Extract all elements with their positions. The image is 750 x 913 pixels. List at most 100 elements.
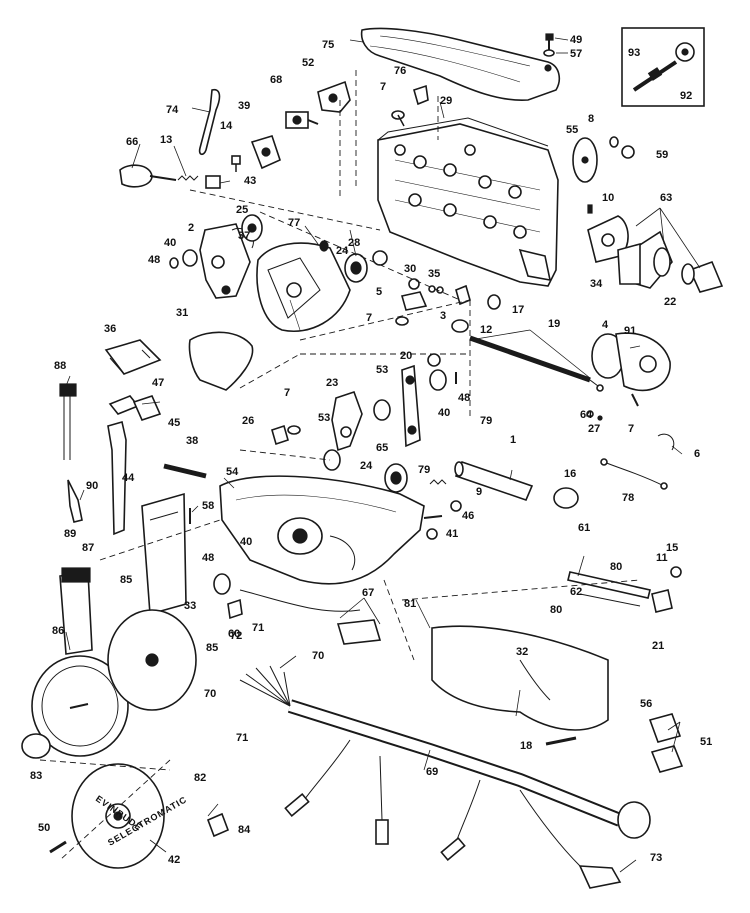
- callout-15: 15: [666, 542, 678, 554]
- screw-7b: [395, 316, 409, 326]
- shaft-1: [454, 461, 534, 501]
- block-43: [205, 175, 221, 189]
- callout-26: 26: [242, 415, 254, 427]
- callout-90: 90: [86, 480, 98, 492]
- plate-2: [199, 223, 254, 299]
- leader-lines: [65, 37, 701, 873]
- callout-1: 1: [510, 434, 516, 446]
- screw-7c: [287, 425, 301, 435]
- inset-box: [621, 27, 705, 107]
- callout-48: 48: [458, 392, 470, 404]
- clip-76: [413, 84, 429, 106]
- bracket-36: [104, 339, 162, 375]
- lever-40c-arm: [239, 589, 361, 612]
- cover-31: [188, 331, 254, 391]
- washer-40c: [213, 573, 231, 595]
- plate-67: [336, 619, 382, 645]
- callout-71: 71: [252, 622, 264, 634]
- plug-30: [408, 278, 420, 290]
- callout-33: 33: [184, 600, 196, 612]
- screw-46: [423, 515, 443, 519]
- lever-23: [331, 390, 363, 452]
- screw-7-top: [391, 110, 405, 127]
- gear-25: [241, 214, 263, 242]
- frame-33: [141, 492, 187, 616]
- washer-48a: [169, 257, 179, 269]
- callout-50: 50: [38, 822, 50, 834]
- callout-17: 17: [512, 304, 524, 316]
- callout-47: 47: [152, 377, 164, 389]
- callout-55: 55: [566, 124, 578, 136]
- callout-73: 73: [650, 852, 662, 864]
- callout-75: 75: [322, 39, 334, 51]
- handle-44: [107, 420, 127, 536]
- callout-20: 20: [400, 350, 412, 362]
- callout-53: 53: [318, 412, 330, 424]
- switch-39: [250, 135, 281, 170]
- callout-49: 49: [570, 34, 582, 46]
- callout-60: 60: [228, 628, 240, 640]
- callout-24: 24: [360, 460, 373, 472]
- callout-35: 35: [428, 268, 440, 280]
- callout-76: 76: [394, 65, 406, 77]
- callout-52: 52: [302, 57, 314, 69]
- washer-8: [609, 136, 619, 148]
- cable-90: [67, 479, 83, 523]
- callout-65: 65: [376, 442, 388, 454]
- callout-25: 25: [236, 204, 248, 216]
- callout-7: 7: [380, 81, 386, 93]
- screw-50: [49, 840, 67, 854]
- callout-66: 66: [126, 136, 138, 148]
- callout-68: 68: [270, 74, 282, 86]
- callout-53: 53: [376, 364, 388, 376]
- clip-84: [206, 812, 230, 838]
- washer-17: [487, 294, 501, 310]
- callout-40: 40: [240, 536, 252, 548]
- disc-55: [572, 137, 598, 183]
- callout-12: 12: [480, 324, 492, 336]
- screw-49: [543, 33, 555, 57]
- callout-6: 6: [694, 448, 700, 460]
- callout-84: 84: [238, 824, 251, 836]
- callout-41: 41: [446, 528, 458, 540]
- cable-88: [59, 383, 77, 460]
- nut-15: [670, 566, 682, 578]
- gear-24b: [384, 463, 408, 493]
- callout-79: 79: [418, 464, 430, 476]
- callout-13: 13: [160, 134, 172, 146]
- plug-12: [451, 319, 469, 333]
- callout-29: 29: [440, 95, 452, 107]
- callout-64: 64: [580, 409, 593, 421]
- callout-3: 3: [440, 310, 446, 322]
- callout-61: 61: [578, 522, 590, 534]
- callout-44: 44: [122, 472, 135, 484]
- callout-18: 18: [520, 740, 532, 752]
- callout-88: 88: [54, 360, 66, 372]
- wheel-33b: [107, 609, 197, 711]
- wire-78: [600, 458, 668, 490]
- callout-63: 63: [660, 192, 672, 204]
- callout-78: 78: [622, 492, 634, 504]
- callout-7: 7: [366, 312, 372, 324]
- callout-86: 86: [52, 625, 64, 637]
- housing-54: [219, 475, 425, 585]
- callout-11: 11: [656, 552, 668, 564]
- cable-19: [469, 335, 604, 392]
- callout-81: 81: [404, 598, 416, 610]
- callout-21: 21: [652, 640, 664, 652]
- callout-labels: 49 57 75 93 92 52 76 68 74 39 7 29 14 13…: [30, 34, 712, 866]
- bar-61: [567, 571, 651, 607]
- callout-39: 39: [238, 100, 250, 112]
- callout-80: 80: [550, 604, 562, 616]
- bracket-60: [227, 598, 243, 620]
- pin-27: [597, 415, 603, 421]
- gear-53b: [323, 449, 341, 471]
- callout-83: 83: [30, 770, 42, 782]
- gear-24a: [344, 253, 368, 283]
- plate-34: [617, 242, 641, 285]
- callout-67: 67: [362, 587, 374, 599]
- cam-37: [256, 242, 351, 332]
- screw-7d: [631, 393, 639, 407]
- callout-28: 28: [348, 237, 360, 249]
